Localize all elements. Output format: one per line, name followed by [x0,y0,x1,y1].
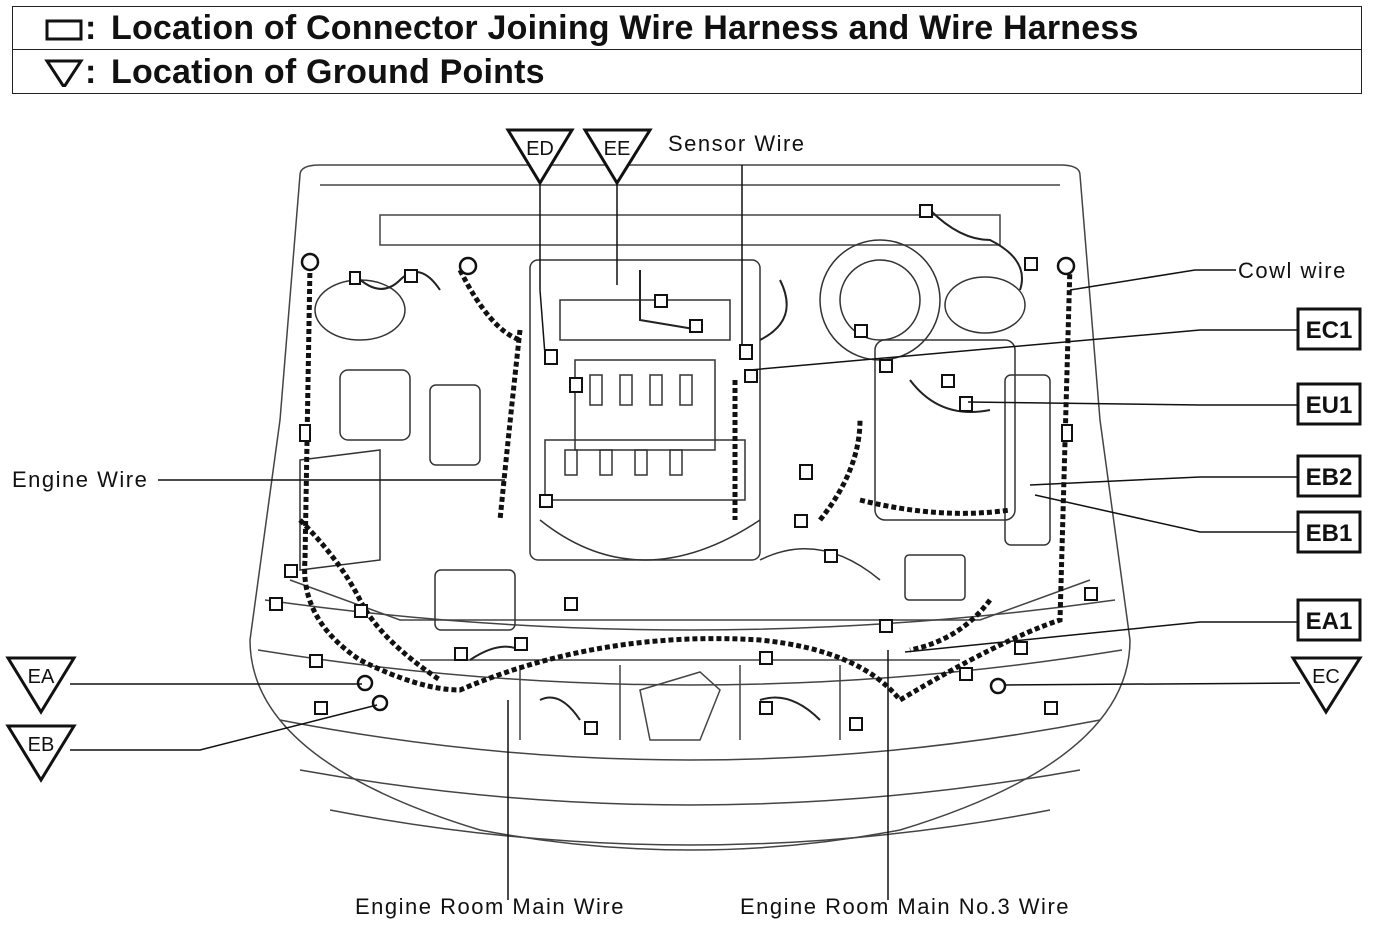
legend-box: : Location of Connector Joining Wire Har… [12,6,1362,94]
square-icon [1296,454,1362,498]
connector-eu1: EU1 [1296,382,1362,426]
ground-label: EB [28,734,55,756]
connector-ea1: EA1 [1296,598,1362,642]
legend-connector-text: Location of Connector Joining Wire Harne… [111,9,1139,47]
ground-ed: ED [505,128,575,186]
small-wires [354,209,1023,721]
ground-label: EC [1312,666,1340,688]
connector-eb2: EB2 [1296,454,1362,498]
sensor-wire-label: Sensor Wire [668,131,806,156]
connector-label: EB2 [1306,464,1353,491]
wire-harness-bundle [298,264,1073,704]
triangle-down-icon [505,128,575,186]
connector-eb1: EB1 [1296,510,1362,554]
triangle-down-icon [1290,656,1363,715]
legend-ground-text: Location of Ground Points [111,53,545,91]
square-icon [1296,510,1362,554]
triangle-down-icon [5,656,77,715]
ground-label: ED [526,138,554,160]
connector-label: EA1 [1306,608,1353,635]
connector-ec1: EC1 [1296,307,1362,351]
square-icon [1296,382,1362,426]
connector-label: EC1 [1306,317,1353,344]
leader-lines [70,165,1301,900]
engine-room-main-no3-wire-label: Engine Room Main No.3 Wire [740,894,1070,919]
car-body-outline [249,164,1131,851]
legend-colon: : [85,9,97,47]
engine-room-main-wire-label: Engine Room Main Wire [355,894,625,919]
triangle-down-icon [582,128,653,186]
ground-ea: EA [5,656,77,715]
connector-label: EB1 [1306,520,1353,547]
ground-label: EE [604,138,631,160]
ground-ee: EE [582,128,653,186]
ground-eb: EB [5,724,77,783]
square-icon [45,19,83,41]
engine-block [299,239,1051,631]
triangle-down-icon [5,724,77,783]
legend-row-connector: : Location of Connector Joining Wire Har… [13,7,1361,50]
engine-wire-label: Engine Wire [12,467,148,492]
square-icon [1296,598,1362,642]
ground-label: EA [28,666,55,688]
cowl-wire-label: Cowl wire [1238,258,1347,283]
square-icon [1296,307,1362,351]
ground-bolts [300,252,1076,712]
triangle-down-icon [44,59,84,87]
legend-row-ground: : Location of Ground Points [13,51,1361,94]
connector-label: EU1 [1306,392,1353,419]
connector-blocks [269,204,1098,735]
ground-ec: EC [1290,656,1363,715]
legend-colon: : [85,53,97,91]
